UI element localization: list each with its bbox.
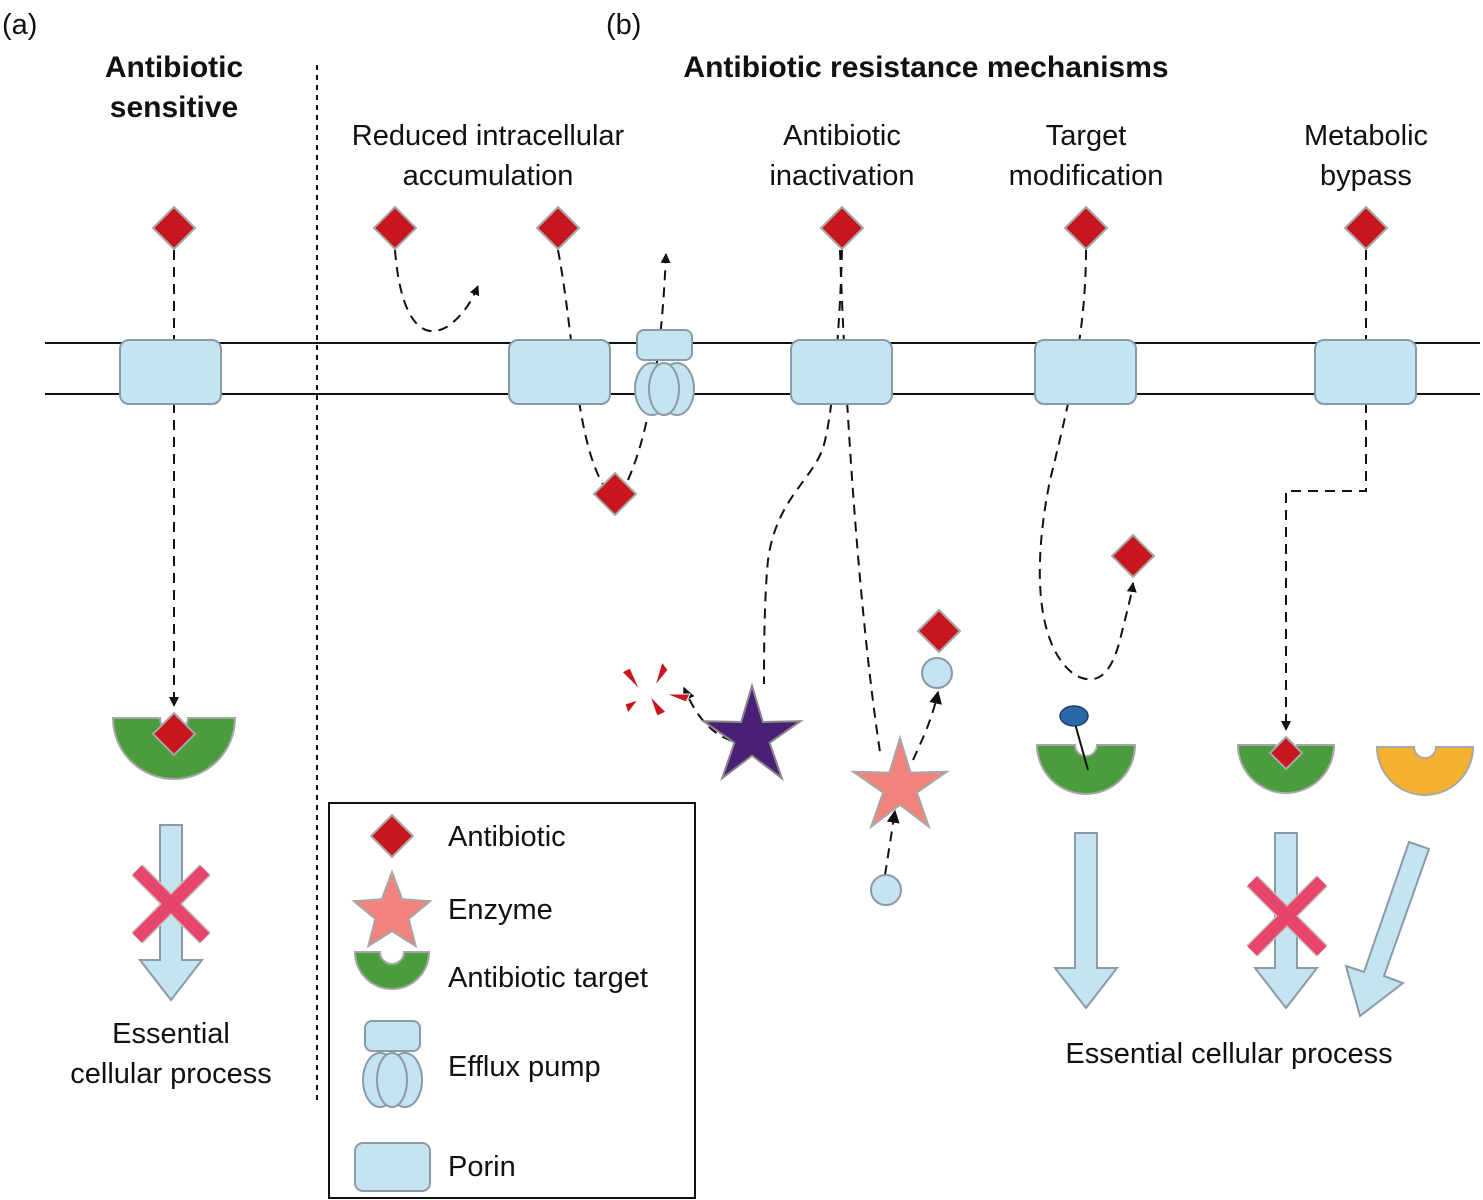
porin [1314, 339, 1417, 405]
mechanism-2-label-line1: Antibiotic [783, 120, 901, 152]
modifier-group-icon [870, 874, 902, 906]
path-porin-reduction [394, 249, 480, 332]
target-modified [1035, 744, 1137, 795]
legend-antibiotic-label: Antibiotic [448, 821, 566, 853]
antibiotic-icon [592, 471, 638, 517]
mechanism-3-label-line2: modification [1009, 160, 1164, 192]
path-inactivation-2 [839, 249, 881, 753]
modifying-enzyme-icon [850, 734, 950, 830]
porins [119, 339, 1417, 405]
legend-efflux-label: Efflux pump [448, 1051, 601, 1083]
block-cross-icon [132, 865, 210, 943]
antibiotic-icon [819, 205, 865, 251]
antibiotic-targets [111, 717, 1475, 796]
mechanism-4-label-line2: bypass [1320, 160, 1412, 192]
panel-b-outcome: Essential cellular process [1065, 1038, 1392, 1070]
modification-group-icon [1059, 705, 1089, 727]
panel-b-title: Antibiotic resistance mechanisms [683, 51, 1168, 84]
porin [508, 339, 611, 405]
bound-antibiotic-icon [1268, 735, 1304, 771]
mechanism-4-label-line1: Metabolic [1304, 120, 1428, 152]
antibiotic-icon [535, 205, 581, 251]
antibiotic-diamonds [151, 205, 1389, 654]
legend: Antibiotic Enzyme Antibiotic target Effl… [328, 802, 696, 1199]
porin [790, 339, 893, 405]
antibiotic-icon [151, 205, 197, 251]
legend-target-icon [353, 951, 431, 990]
porin [119, 339, 222, 405]
legend-porin-icon [354, 1142, 431, 1192]
block-cross-icon [1247, 876, 1327, 956]
legend-porin-label: Porin [448, 1151, 516, 1183]
degraded-antibiotic-icon [621, 660, 691, 717]
process-arrow [1052, 832, 1120, 1010]
path-efflux-out [627, 253, 671, 481]
panel-a-letter: (a) [2, 9, 37, 41]
modifier-group-icon [921, 657, 953, 689]
legend-efflux-icon [362, 1020, 423, 1108]
target-alternative [1375, 746, 1475, 796]
legend-target-label: Antibiotic target [448, 962, 648, 994]
antibiotic-icon [372, 205, 418, 251]
path-target-modification [1038, 249, 1137, 681]
bound-antibiotic-icon [151, 711, 197, 757]
porin [1034, 339, 1137, 405]
legend-enzyme-label: Enzyme [448, 894, 553, 926]
modification-stalk [1073, 719, 1089, 771]
panel-b-letter: (b) [606, 9, 641, 41]
path-modifier-in [884, 809, 900, 876]
antibiotic-icon [1110, 533, 1156, 579]
legend-box [328, 802, 696, 1199]
panel-a-outcome-line1: Essential [112, 1018, 230, 1050]
process-arrow-bypass [1344, 840, 1431, 1018]
path-metabolic-bypass [1281, 250, 1367, 731]
inactivating-enzyme-icon [700, 682, 804, 782]
efflux-pump [634, 329, 695, 416]
mechanism-3-label-line1: Target [1046, 120, 1127, 152]
antibiotic-icon [1063, 205, 1109, 251]
panel-a-title-line2: sensitive [110, 91, 238, 124]
panel-a-title-line1: Antibiotic [105, 51, 243, 84]
mechanism-2-label-line2: inactivation [769, 160, 914, 192]
path-inactivation-1 [763, 249, 843, 685]
mechanism-1-label-line1: Reduced intracellular [352, 120, 625, 152]
legend-enzyme-icon [351, 869, 433, 949]
antibiotic-icon [1343, 205, 1389, 251]
panel-a-outcome-line2: cellular process [70, 1058, 271, 1090]
mechanism-1-label-line2: accumulation [403, 160, 574, 192]
legend-antibiotic-icon [369, 813, 415, 859]
antibiotic-icon [916, 608, 962, 654]
path-modification-release [912, 690, 942, 761]
